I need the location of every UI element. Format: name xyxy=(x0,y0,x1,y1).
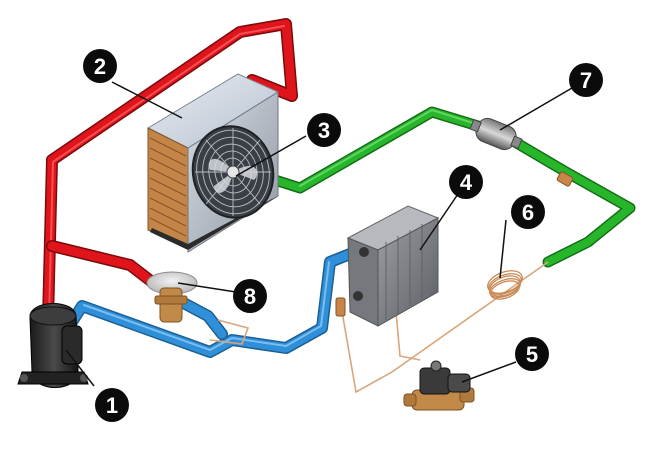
callout-compressor: 1 xyxy=(95,388,129,422)
callout-label: 6 xyxy=(522,200,534,225)
callout-filter-drier: 7 xyxy=(569,63,603,97)
hot-gas-line xyxy=(42,18,298,326)
capillary-tube xyxy=(487,270,523,300)
compressor xyxy=(17,303,89,388)
pressure-switch xyxy=(146,271,198,323)
callout-condenser: 2 xyxy=(83,49,117,83)
callout-label: 7 xyxy=(580,68,592,93)
liquid-line xyxy=(269,106,636,268)
callout-solenoid-valve: 5 xyxy=(515,337,549,371)
callout-capillary-tube: 6 xyxy=(511,195,545,229)
callout-evaporator: 4 xyxy=(449,165,483,199)
evaporator xyxy=(346,205,440,327)
callout-label: 1 xyxy=(106,393,118,418)
callout-label: 4 xyxy=(460,170,473,195)
callout-label: 3 xyxy=(318,118,330,143)
expansion-fitting xyxy=(335,297,346,317)
condenser-fan xyxy=(191,125,275,219)
leader-lines xyxy=(65,81,573,387)
condenser xyxy=(146,73,280,253)
callout-label: 8 xyxy=(244,284,256,309)
liquid-line-fitting xyxy=(556,171,574,187)
callout-pressure-switch: 8 xyxy=(233,279,267,313)
callout-condenser-fan: 3 xyxy=(307,113,341,147)
callout-label: 5 xyxy=(526,342,538,367)
solenoid-valve xyxy=(403,360,475,411)
suction-line xyxy=(66,244,366,358)
callout-label: 2 xyxy=(94,54,106,79)
